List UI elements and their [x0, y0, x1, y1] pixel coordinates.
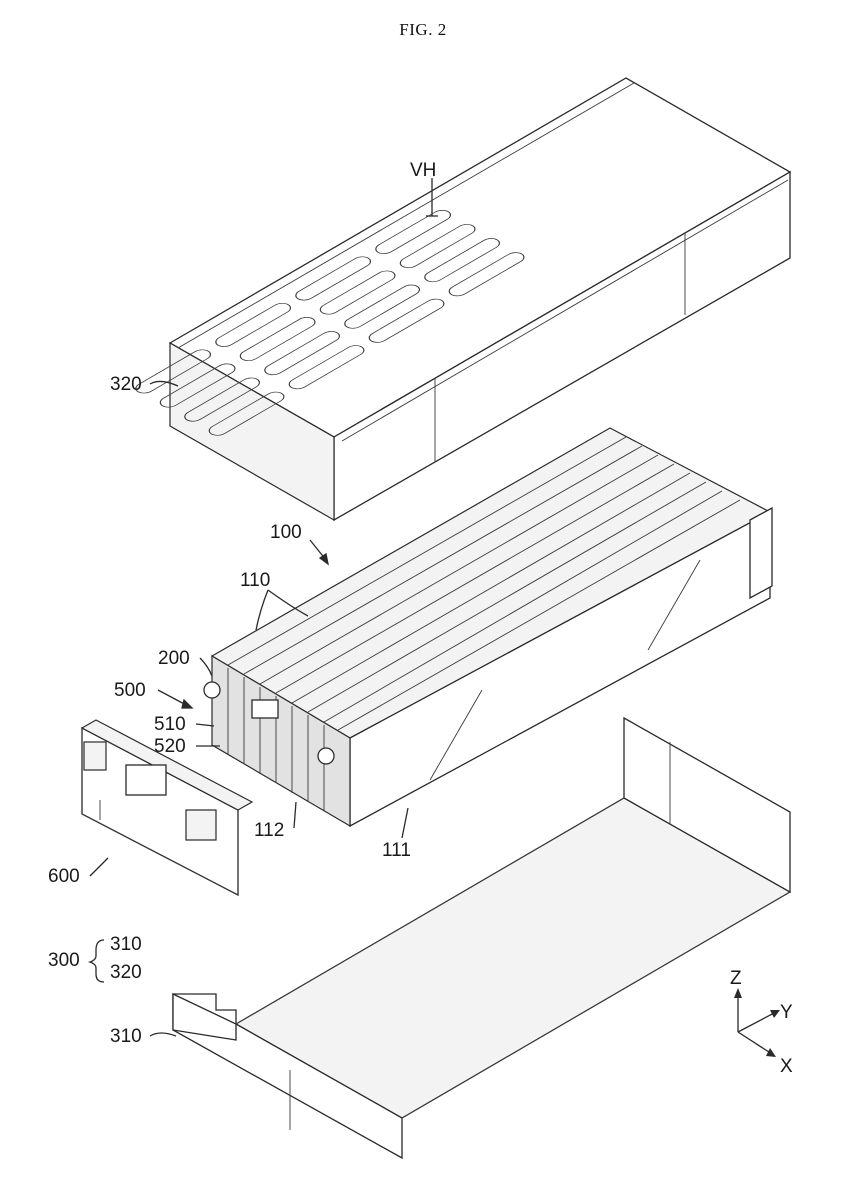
label-310: 310 [110, 1026, 142, 1047]
label-320: 320 [110, 374, 142, 395]
label-200: 200 [158, 648, 190, 669]
label-112: 112 [254, 820, 284, 841]
housing-bracket [90, 940, 104, 982]
axis-z-label: Z [730, 968, 742, 989]
label-320-group: 320 [110, 962, 142, 983]
axis-x-label: X [780, 1056, 793, 1077]
label-vh: VH [410, 160, 436, 181]
label-310-group: 310 [110, 934, 142, 955]
upper-cover [132, 78, 790, 520]
label-111: 111 [382, 840, 411, 861]
label-520: 520 [154, 736, 186, 757]
label-100: 100 [270, 522, 302, 543]
label-600: 600 [48, 866, 80, 887]
label-300: 300 [48, 950, 80, 971]
label-500: 500 [114, 680, 146, 701]
axis-triad [734, 988, 780, 1057]
axis-y-label: Y [780, 1002, 793, 1023]
label-510: 510 [154, 714, 186, 735]
label-110: 110 [240, 570, 270, 591]
lower-cover [173, 718, 790, 1158]
